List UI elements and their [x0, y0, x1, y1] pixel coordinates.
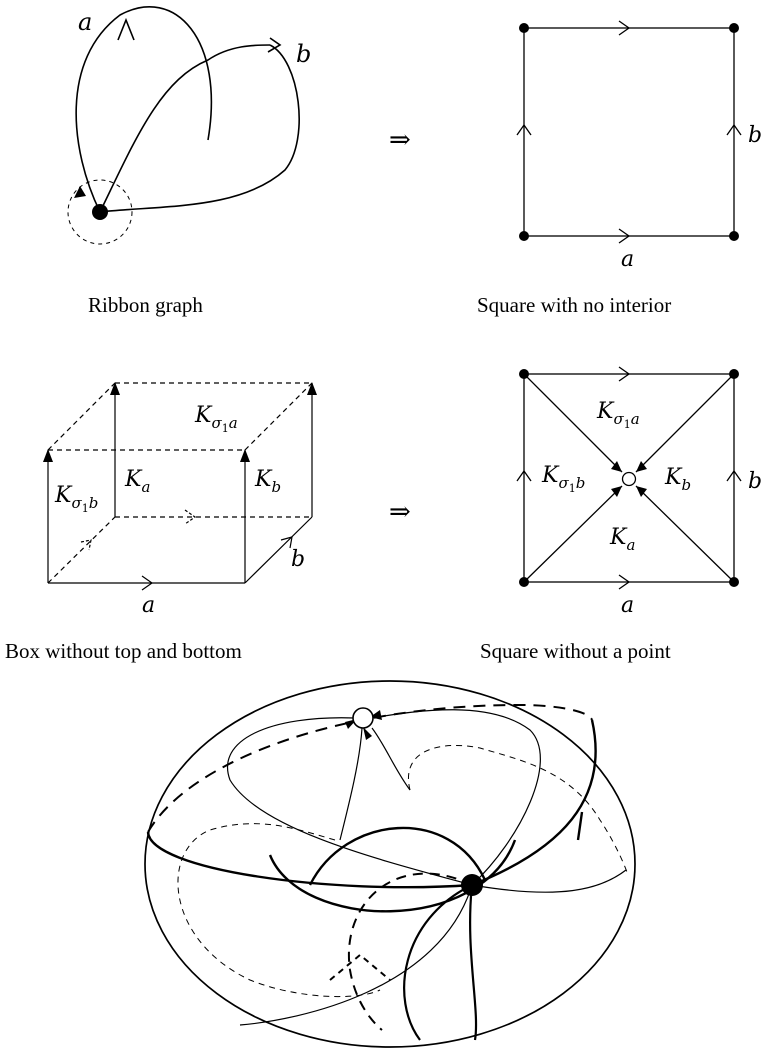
orientation-arrowhead — [74, 186, 86, 198]
loop-a-arrow — [117, 17, 135, 41]
sq-label-K-b: Kb — [664, 465, 691, 494]
vertex-disk-dashed — [67, 179, 133, 245]
torus-panel — [144, 680, 636, 1048]
torus-vertex — [461, 874, 483, 896]
square2-a-label: a — [621, 593, 634, 618]
square2-bottom-arrow — [618, 574, 631, 590]
loop-a-inner — [99, 44, 271, 213]
bottom-edge-arrow — [618, 228, 631, 244]
square2-top-arrow — [618, 366, 631, 382]
removed-point — [621, 471, 637, 487]
caption-box: Box without top and bottom — [5, 639, 242, 663]
handle-lower-2 — [239, 884, 473, 1026]
caption-square-no-interior: Square with no interior — [477, 293, 671, 317]
curve-thin-2 — [471, 869, 627, 893]
ribbon-graph-panel — [67, 6, 300, 245]
loop-b-arrow — [267, 37, 282, 53]
torus-arrow-2 — [363, 727, 372, 740]
sq-label-K-sigma1-b: Kσ1b — [541, 463, 585, 495]
curve-dashed-2 — [408, 745, 628, 873]
meridian-front — [146, 831, 473, 889]
diag-arrow-bl — [611, 486, 622, 497]
square2-left-arrow — [516, 469, 532, 482]
diag-arrow-br — [636, 486, 647, 497]
box-vertical-arrow-3 — [240, 449, 250, 462]
corner-bl — [519, 231, 529, 241]
meridian-tick — [576, 811, 584, 841]
square-point-panel — [516, 366, 742, 590]
implies-arrow-1: ⇒ — [389, 125, 411, 155]
caption-square-without-point: Square without a point — [480, 639, 671, 663]
box-vertical-arrow-4 — [307, 382, 317, 395]
left-edge-arrow — [516, 123, 532, 136]
square-b-label: b — [748, 123, 762, 148]
box-right-arrow — [280, 536, 293, 549]
square2-corner-br — [729, 577, 739, 587]
ribbon-vertex — [92, 204, 108, 220]
corner-tl — [519, 23, 529, 33]
handle-lower-1 — [403, 884, 473, 1041]
box-b-label: b — [291, 547, 305, 572]
curve-thin-1 — [227, 717, 473, 886]
box-labels: Kσ1a Kσ1b Ka Kb b a — [54, 403, 305, 618]
box-vertical-arrow-2 — [110, 382, 120, 395]
square2-corner-bl — [519, 577, 529, 587]
diag-arrow-tr — [636, 461, 647, 472]
handle-dashed-small — [329, 953, 391, 981]
loop-b-label: b — [296, 40, 311, 68]
square2-corner-tl — [519, 369, 529, 379]
handle-lower-3 — [469, 884, 478, 1041]
loop-a-label: a — [78, 8, 92, 36]
curve-dashed-1 — [177, 823, 381, 998]
curve-thin-4 — [339, 727, 363, 841]
square-outline — [523, 27, 735, 237]
box-hidden-edges — [47, 382, 313, 584]
box-bottom-arrow — [141, 575, 154, 591]
square2-labels: Kσ1a Kσ1b Kb Ka b a — [541, 399, 762, 618]
square2-corner-tr — [729, 369, 739, 379]
right-edge-arrow — [726, 123, 742, 136]
box-label-K-b: Kb — [254, 467, 281, 496]
corner-tr — [729, 23, 739, 33]
torus-inner-lower — [268, 839, 517, 913]
curve-thin-5 — [371, 727, 411, 791]
box-vertical-arrow-1 — [43, 449, 53, 462]
square2-right-arrow — [726, 469, 742, 482]
box-back-arrow — [184, 509, 197, 525]
square-panel — [516, 20, 742, 244]
diag-arrow-tl — [611, 461, 622, 472]
box-label-K-a: Ka — [124, 467, 150, 496]
sq-label-K-a: Ka — [609, 525, 635, 554]
sq-label-K-sigma1-a: Kσ1a — [596, 399, 640, 431]
loop-a-outer — [75, 6, 213, 213]
meridian-front-right — [471, 719, 597, 887]
square-a-label: a — [621, 247, 634, 272]
torus-outer — [144, 680, 636, 1048]
caption-ribbon-graph: Ribbon graph — [88, 293, 203, 317]
top-edge-arrow — [618, 20, 631, 36]
handle-dashed-lower — [347, 872, 473, 1031]
corner-br — [729, 231, 739, 241]
curve-thin-3 — [371, 709, 541, 886]
box-a-label: a — [142, 593, 155, 618]
implies-arrow-2: ⇒ — [389, 497, 411, 527]
loop-b — [99, 44, 300, 213]
box-label-K-sigma1-a: Kσ1a — [194, 403, 238, 435]
square2-b-label: b — [748, 469, 762, 494]
torus-hole-point — [352, 707, 374, 729]
box-label-K-sigma1-b: Kσ1b — [54, 483, 98, 515]
box-back-left-arrow — [80, 539, 92, 551]
torus-inner-upper — [308, 826, 487, 886]
box-panel — [47, 382, 313, 591]
